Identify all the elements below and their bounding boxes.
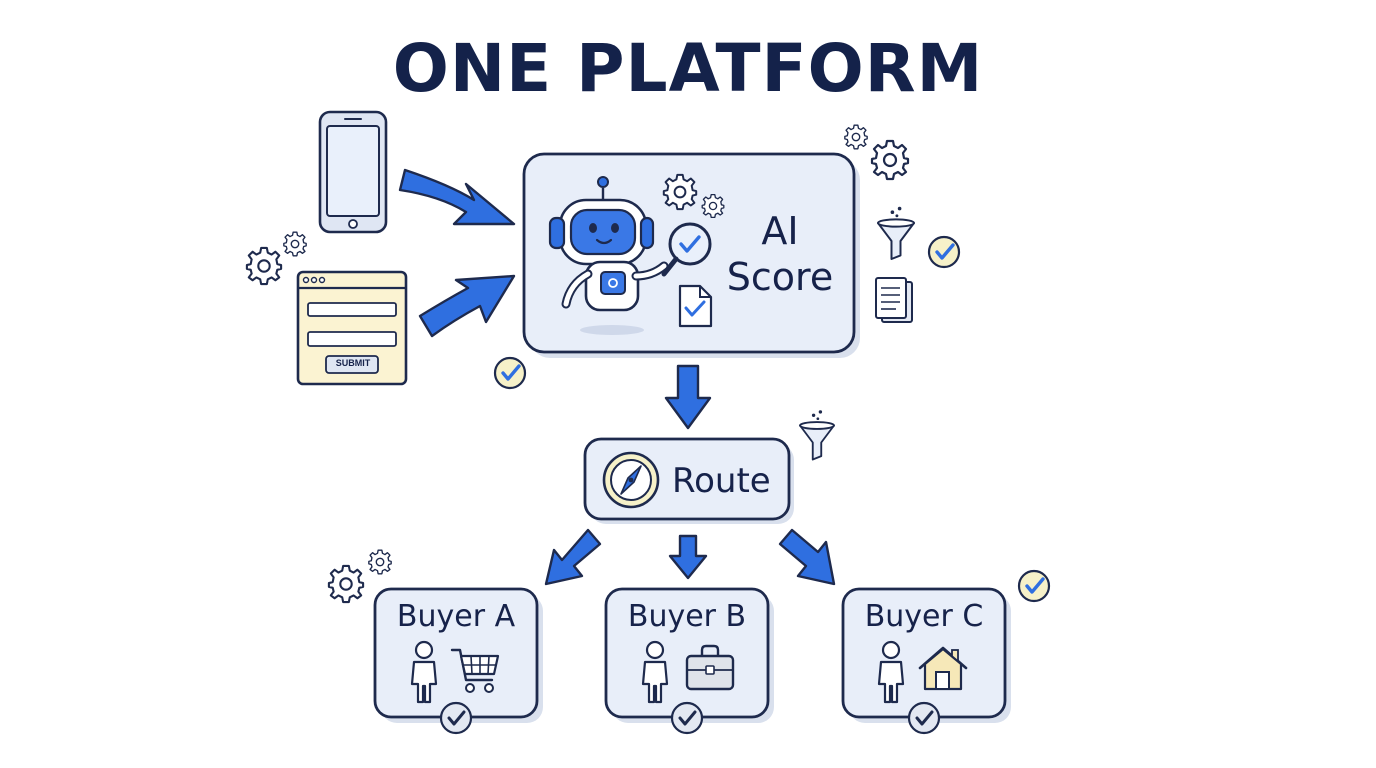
buyer-c-label: Buyer C bbox=[864, 599, 984, 634]
ai-score-label: AI Score bbox=[714, 208, 846, 300]
check-badge-icon bbox=[670, 701, 704, 735]
arrow-form-to-ai bbox=[418, 274, 516, 338]
check-badge-icon bbox=[907, 701, 941, 735]
form-submit-button: SUBMIT bbox=[335, 358, 371, 368]
arrow-phone-to-ai bbox=[398, 168, 516, 226]
buyer-b-label: Buyer B bbox=[627, 599, 747, 634]
briefcase-icon bbox=[685, 644, 735, 691]
documents-icon bbox=[875, 277, 913, 323]
funnel-icon bbox=[877, 205, 915, 260]
compass-icon bbox=[602, 451, 660, 509]
shopping-cart-icon bbox=[450, 648, 500, 693]
funnel-icon bbox=[799, 409, 835, 461]
ai-score-label-line2: Score bbox=[726, 255, 834, 299]
ai-score-label-line1: AI bbox=[761, 209, 799, 253]
arrow-route-to-buyer-b bbox=[668, 534, 708, 580]
smartphone-icon bbox=[318, 110, 388, 234]
robot-icon bbox=[548, 176, 712, 335]
arrow-route-to-buyer-c bbox=[778, 528, 836, 586]
arrow-route-to-buyer-a bbox=[544, 528, 602, 586]
buyer-a-label: Buyer A bbox=[396, 599, 516, 634]
check-badge-icon bbox=[439, 701, 473, 735]
diagram-title: ONE PLATFORM bbox=[392, 30, 984, 107]
check-badge-icon bbox=[1017, 569, 1051, 603]
house-icon bbox=[918, 646, 968, 691]
check-badge-icon bbox=[927, 235, 961, 269]
arrow-ai-to-route bbox=[664, 364, 712, 430]
web-form-icon bbox=[296, 270, 408, 386]
checked-document-icon bbox=[678, 284, 713, 328]
check-badge-icon bbox=[493, 356, 527, 390]
route-label: Route bbox=[672, 461, 771, 501]
